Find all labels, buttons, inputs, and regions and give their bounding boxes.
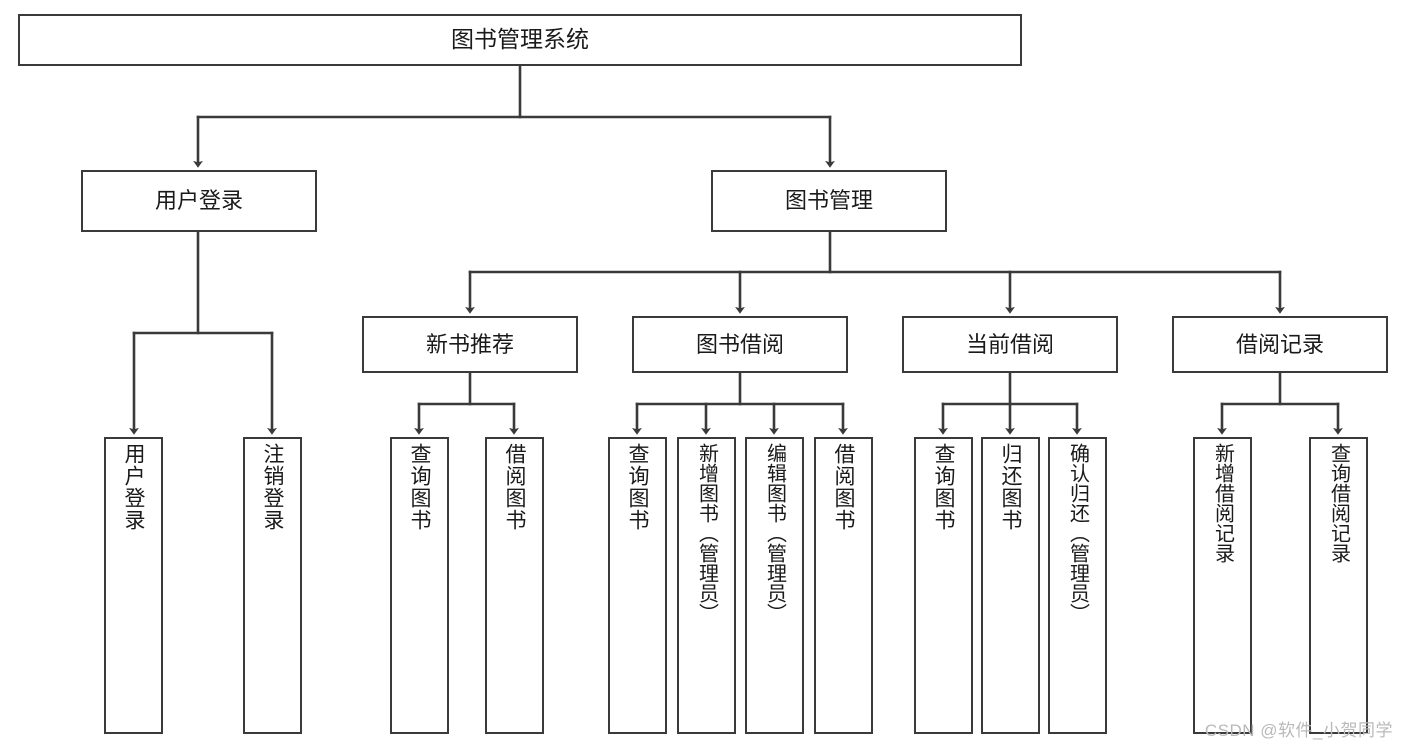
node-user-login[interactable]: 用户登录 — [81, 170, 317, 232]
node-leaf-add-record-label: 新增借阅记录 — [1211, 443, 1234, 563]
node-leaf-query-book-3[interactable]: 查询图书 — [914, 437, 973, 734]
node-leaf-query-book-1[interactable]: 查询图书 — [390, 437, 449, 734]
node-new-book-recommend[interactable]: 新书推荐 — [362, 316, 578, 373]
node-leaf-logout-login[interactable]: 注销登录 — [243, 437, 302, 734]
node-borrow-record[interactable]: 借阅记录 — [1172, 316, 1388, 373]
node-leaf-edit-book[interactable]: 编辑图书（管理员） — [745, 437, 804, 734]
node-leaf-logout-login-label: 注销登录 — [261, 443, 284, 531]
node-leaf-query-record-label: 查询借阅记录 — [1327, 443, 1350, 563]
node-leaf-query-book-1-label: 查询图书 — [408, 443, 431, 531]
node-leaf-return-book[interactable]: 归还图书 — [981, 437, 1040, 734]
node-root-label: 图书管理系统 — [451, 26, 589, 53]
node-leaf-add-book[interactable]: 新增图书（管理员） — [677, 437, 736, 734]
node-book-manage-label: 图书管理 — [784, 188, 873, 214]
node-leaf-edit-book-label: 编辑图书（管理员） — [763, 443, 786, 623]
node-leaf-borrow-book-2-label: 借阅图书 — [832, 443, 855, 531]
node-leaf-confirm-return[interactable]: 确认归还（管理员） — [1048, 437, 1107, 734]
node-leaf-query-book-2-label: 查询图书 — [626, 443, 649, 531]
node-new-book-recommend-label: 新书推荐 — [425, 331, 514, 357]
node-leaf-return-book-label: 归还图书 — [999, 443, 1022, 531]
node-current-borrow[interactable]: 当前借阅 — [902, 316, 1118, 373]
node-root[interactable]: 图书管理系统 — [18, 14, 1022, 66]
node-leaf-add-book-label: 新增图书（管理员） — [695, 443, 718, 623]
node-leaf-user-login-label: 用户登录 — [122, 443, 145, 531]
node-book-manage[interactable]: 图书管理 — [711, 170, 947, 232]
node-borrow-record-label: 借阅记录 — [1235, 331, 1324, 357]
node-leaf-borrow-book-2[interactable]: 借阅图书 — [814, 437, 873, 734]
node-leaf-query-record[interactable]: 查询借阅记录 — [1309, 437, 1368, 734]
node-leaf-borrow-book-1[interactable]: 借阅图书 — [485, 437, 544, 734]
node-current-borrow-label: 当前借阅 — [965, 331, 1054, 357]
node-leaf-query-book-3-label: 查询图书 — [932, 443, 955, 531]
node-book-borrow[interactable]: 图书借阅 — [632, 316, 848, 373]
node-user-login-label: 用户登录 — [154, 188, 243, 214]
node-book-borrow-label: 图书借阅 — [695, 331, 784, 357]
node-leaf-query-book-2[interactable]: 查询图书 — [608, 437, 667, 734]
node-leaf-add-record[interactable]: 新增借阅记录 — [1193, 437, 1252, 734]
node-leaf-confirm-return-label: 确认归还（管理员） — [1066, 443, 1089, 623]
node-leaf-user-login[interactable]: 用户登录 — [104, 437, 163, 734]
node-leaf-borrow-book-1-label: 借阅图书 — [503, 443, 526, 531]
